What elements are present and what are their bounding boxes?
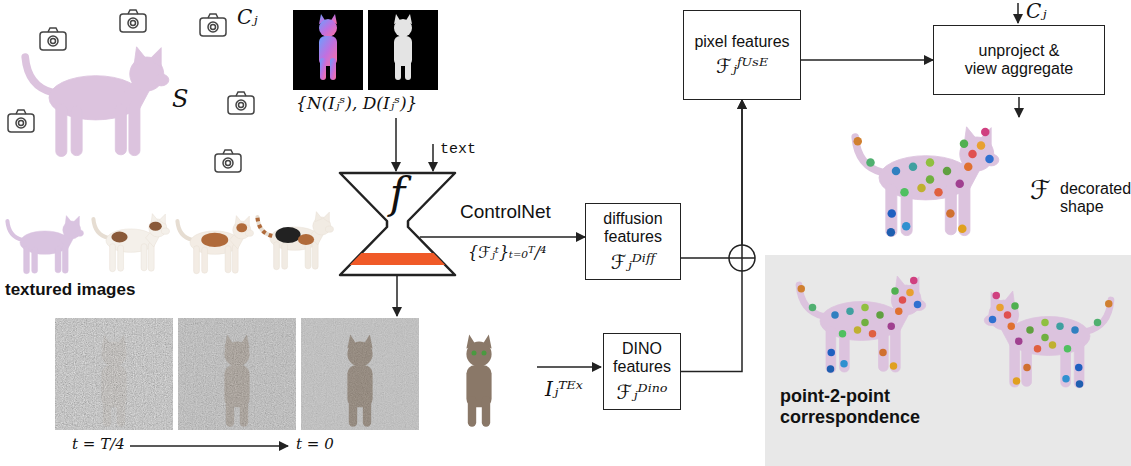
denoising-sequence — [55, 318, 534, 430]
feature-symbol: ℱⱼᴰⁱᶠᶠ — [611, 251, 655, 273]
feature-box: DINO featuresℱⱼᴰⁱⁿᵒ — [603, 333, 681, 410]
edge-label: {ℱⱼᵗ}ₜ₌₀ᵀ/⁴ — [466, 243, 548, 262]
feature-symbol: ℱⱼᴰⁱⁿᵒ — [617, 381, 668, 403]
text-label: S — [172, 86, 188, 114]
text-label: text — [440, 141, 476, 158]
text-label: {N(Iⱼˢ), D(Iⱼˢ)} — [296, 94, 417, 114]
box-title: unproject & view aggregate — [964, 42, 1074, 79]
connector-arrow — [801, 59, 933, 61]
connector-arrow — [681, 100, 742, 258]
textured-images — [7, 212, 333, 274]
box-title: DINO features — [610, 340, 674, 377]
correspondence-panel — [765, 255, 1131, 466]
hourglass-outline — [340, 173, 455, 275]
hourglass-band — [350, 253, 445, 265]
correspondence-shapes — [798, 276, 1113, 388]
feature-box: unproject & view aggregate — [933, 25, 1105, 95]
normal-depth-images — [293, 10, 438, 90]
text-label: Cⱼ — [237, 6, 258, 29]
decorated-shape — [854, 127, 999, 237]
text-label: t = T/4 — [72, 436, 125, 453]
connector-arrow — [681, 100, 742, 371]
text-label: ℱ — [1030, 176, 1050, 206]
box-title: diffusion features — [592, 210, 674, 247]
input-shape — [8, 10, 254, 172]
text-label: Iⱼᵀᴱˣ — [545, 378, 583, 401]
model-name: ControlNet — [460, 201, 551, 223]
text-label: Cⱼ — [1026, 0, 1047, 23]
connector-arrow — [420, 236, 585, 238]
feature-box: diffusion featuresℱⱼᴰⁱᶠᶠ — [585, 203, 681, 280]
text-label: textured images — [5, 280, 135, 300]
feature-symbol: ℱⱼᶠᵁˢᴱ — [716, 55, 768, 77]
text-label: decorated shape — [1060, 180, 1130, 217]
controlnet-hourglass: fControlNet — [340, 173, 455, 275]
text-label: t = 0 — [296, 436, 334, 453]
text-label: point-2-point correspondence — [780, 386, 955, 427]
function-symbol: f — [340, 173, 455, 215]
feature-box: pixel featuresℱⱼᶠᵁˢᴱ — [683, 10, 801, 100]
box-title: pixel features — [694, 33, 789, 51]
